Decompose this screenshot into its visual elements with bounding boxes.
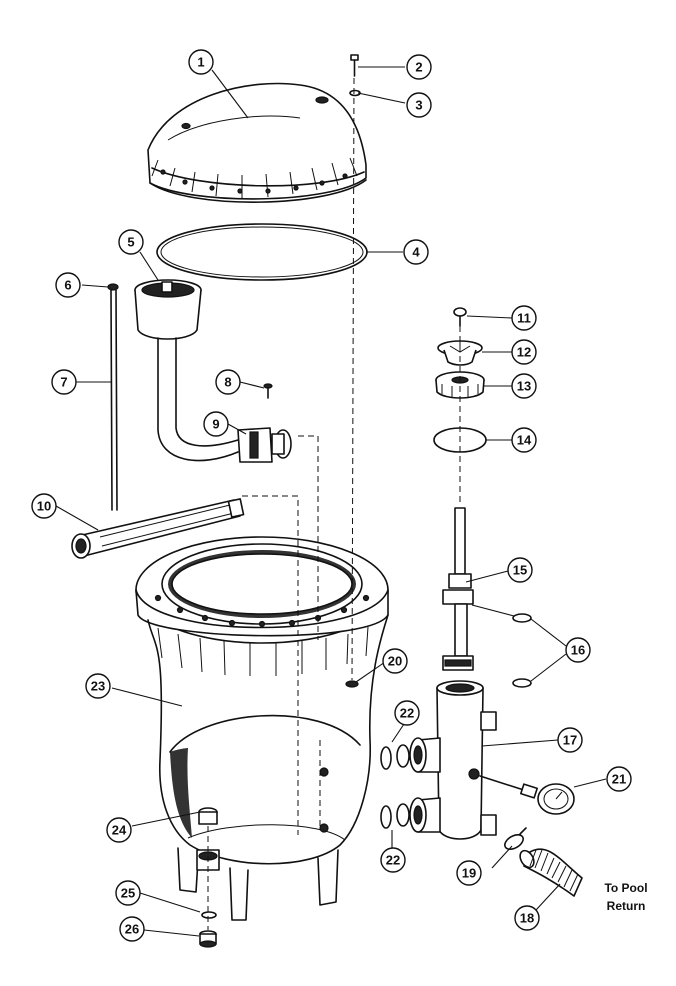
part-drain-washer (201, 911, 217, 919)
callout-16: 16 (565, 637, 591, 663)
part-port-orings (380, 744, 410, 829)
callout-22-lower: 22 (380, 847, 406, 873)
assembly-line (351, 77, 355, 681)
callout-15: 15 (507, 557, 533, 583)
callout-22-upper: 22 (394, 700, 420, 726)
callout-label: 14 (517, 433, 532, 448)
note-line-1: To Pool (604, 881, 647, 895)
callout-label: 19 (462, 866, 476, 881)
callout-17: 17 (557, 727, 583, 753)
part-tank-body (135, 536, 389, 921)
callout-3: 3 (406, 92, 432, 118)
callout-8: 8 (215, 369, 241, 395)
callout-label: 25 (121, 886, 135, 901)
callout-label: 16 (571, 643, 585, 658)
part-screw-lid (350, 54, 359, 77)
callout-label: 24 (112, 823, 127, 838)
part-return-hose (519, 848, 583, 897)
assembly-line (242, 495, 299, 835)
callout-label: 4 (412, 245, 420, 260)
callout-4: 4 (403, 239, 429, 265)
callout-label: 9 (212, 417, 219, 432)
callout-label: 23 (91, 679, 105, 694)
callout-label: 26 (125, 922, 139, 937)
part-pressure-gauge (479, 775, 575, 815)
part-valve-nut (435, 371, 485, 399)
callout-23: 23 (85, 673, 111, 699)
callout-label: 18 (520, 911, 534, 926)
callout-label: 3 (415, 98, 422, 113)
callout-label: 10 (37, 499, 51, 514)
callout-18: 18 (514, 905, 540, 931)
callout-11: 11 (511, 305, 537, 331)
callout-label: 6 (64, 278, 71, 293)
part-screw-valve (453, 307, 467, 327)
part-dome-lid (147, 82, 367, 203)
callout-label: 20 (388, 654, 402, 669)
callout-26: 26 (119, 916, 145, 942)
note-line-2: Return (607, 899, 646, 913)
callout-label: 21 (612, 772, 626, 787)
callout-label: 15 (513, 563, 527, 578)
callout-label: 22 (400, 706, 414, 721)
part-air-relief-assembly (134, 279, 239, 462)
callout-label: 5 (127, 235, 134, 250)
callout-25: 25 (115, 880, 141, 906)
callout-label: 2 (415, 60, 422, 75)
callout-label: 8 (224, 375, 231, 390)
part-stem-orings (512, 613, 532, 688)
callout-21: 21 (606, 766, 632, 792)
callout-24: 24 (106, 817, 132, 843)
callout-9: 9 (203, 411, 229, 437)
callout-label: 13 (517, 379, 531, 394)
callout-6: 6 (55, 272, 81, 298)
leader-lines (55, 66, 607, 937)
part-hose-clamp (504, 827, 527, 851)
pool-return-note: To Pool Return (604, 881, 647, 913)
callout-label: 12 (517, 345, 531, 360)
callout-14: 14 (511, 427, 537, 453)
callout-10: 10 (31, 493, 57, 519)
callout-label: 17 (563, 733, 577, 748)
callout-20: 20 (382, 648, 408, 674)
part-screw-small (263, 383, 273, 399)
part-valve-stem (442, 507, 474, 671)
part-oring (156, 223, 368, 281)
part-valve-body (409, 680, 497, 840)
callout-12: 12 (511, 339, 537, 365)
callout-label: 1 (197, 55, 204, 70)
part-elbow-fitting (237, 427, 292, 463)
assembly-line (298, 435, 319, 640)
callout-7: 7 (51, 369, 77, 395)
part-lateral-pipe (71, 498, 245, 559)
callout-label: 11 (517, 311, 531, 326)
callout-5: 5 (118, 229, 144, 255)
callout-13: 13 (511, 373, 537, 399)
callout-1: 1 (188, 49, 214, 75)
callout-label: 22 (386, 853, 400, 868)
callout-19: 19 (456, 860, 482, 886)
part-drain-cap (199, 930, 217, 948)
part-rod (107, 283, 119, 511)
part-tank-fitting (345, 680, 359, 688)
callout-2: 2 (406, 54, 432, 80)
callout-label: 7 (60, 375, 67, 390)
